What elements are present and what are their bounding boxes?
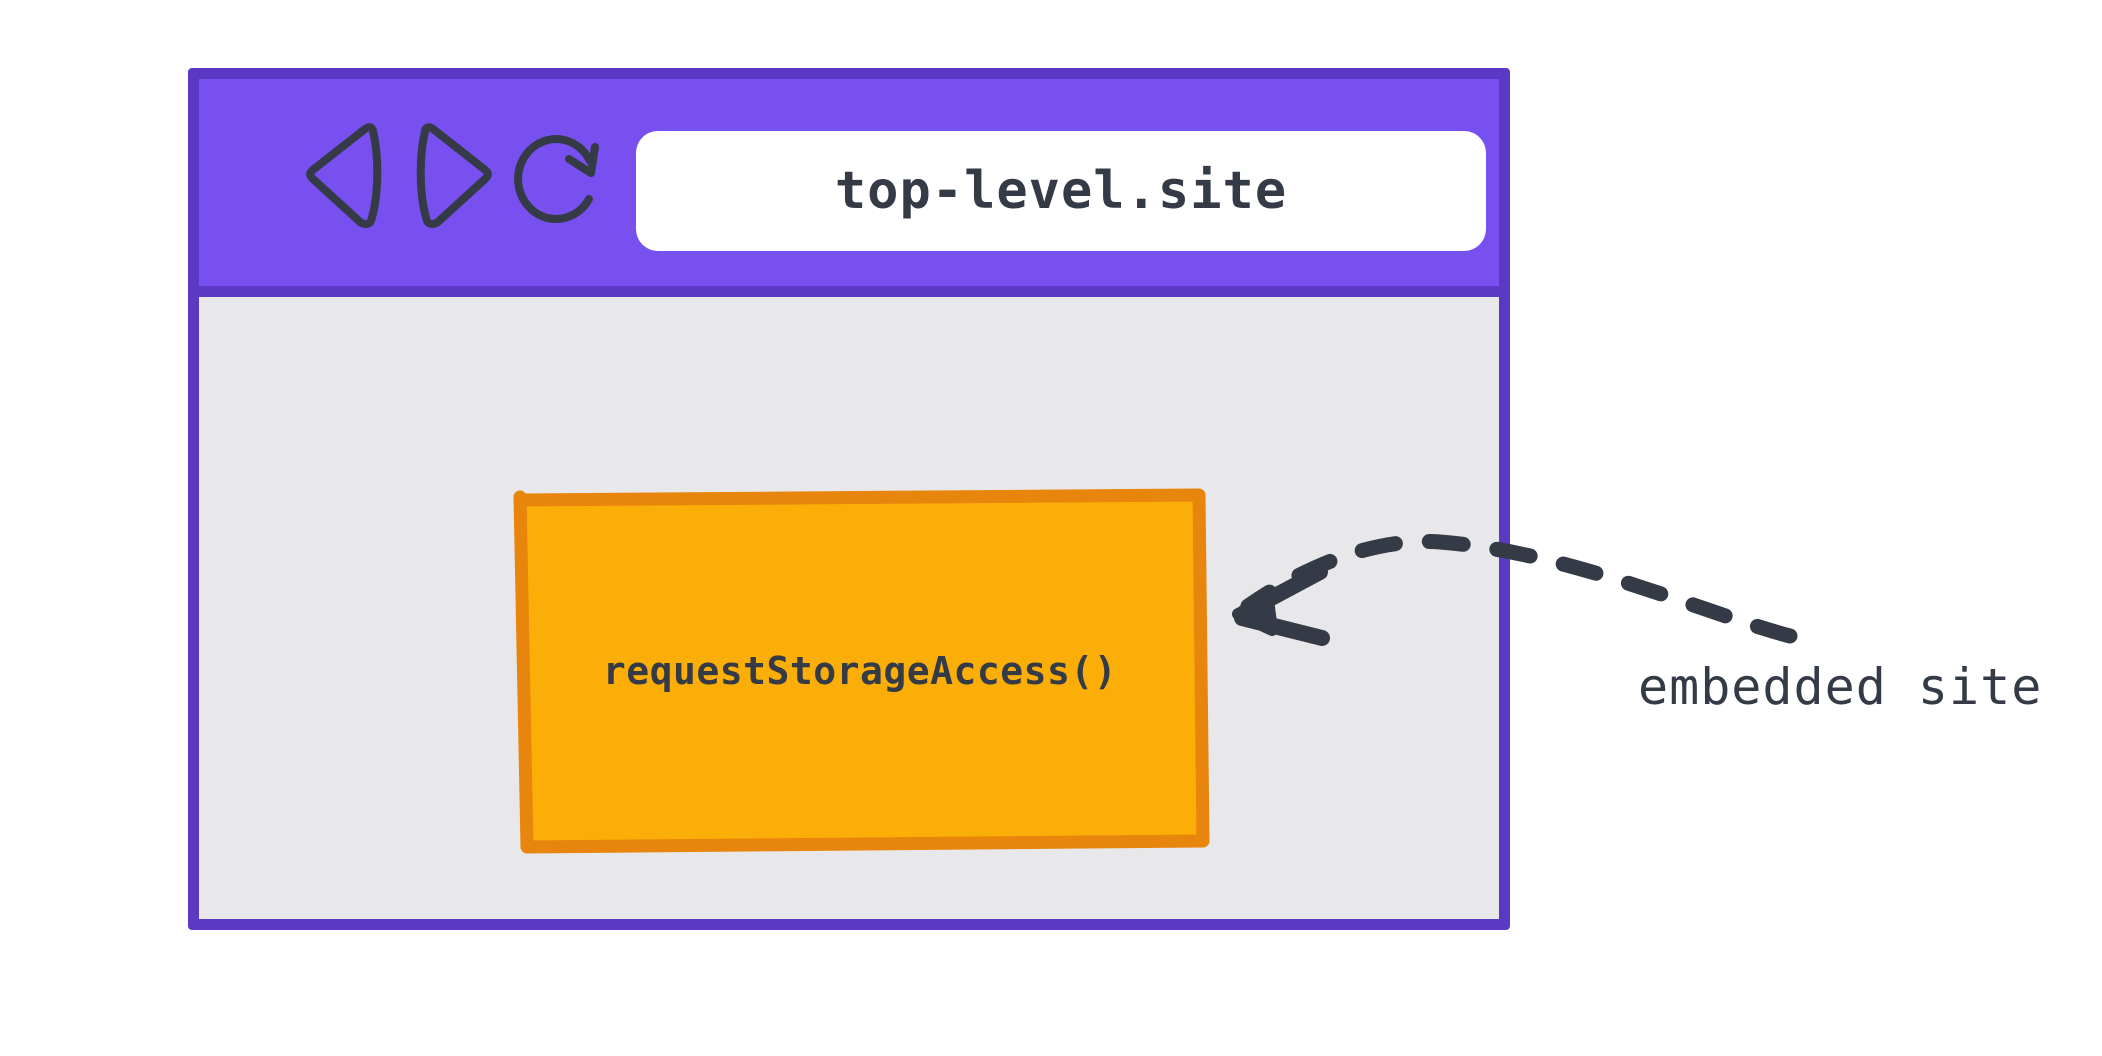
toolbar-divider <box>199 286 1499 297</box>
url-bar[interactable]: top-level.site <box>636 131 1486 251</box>
forward-icon[interactable] <box>403 115 499 235</box>
browser-window: top-level.site requestStorageAccess() <box>188 68 1510 930</box>
annotation-label: embedded site <box>1638 658 2043 716</box>
embedded-iframe-fill <box>521 495 1197 841</box>
reload-icon[interactable] <box>505 115 601 235</box>
browser-toolbar: top-level.site <box>199 79 1499 295</box>
embedded-iframe[interactable]: requestStorageAccess() <box>513 488 1210 854</box>
embedded-iframe-outline <box>513 488 1210 854</box>
browser-viewport: requestStorageAccess() <box>199 297 1499 919</box>
back-icon[interactable] <box>299 115 395 235</box>
navigation-controls <box>299 115 619 235</box>
embedded-iframe-label: requestStorageAccess() <box>602 649 1118 693</box>
url-text: top-level.site <box>834 161 1288 221</box>
